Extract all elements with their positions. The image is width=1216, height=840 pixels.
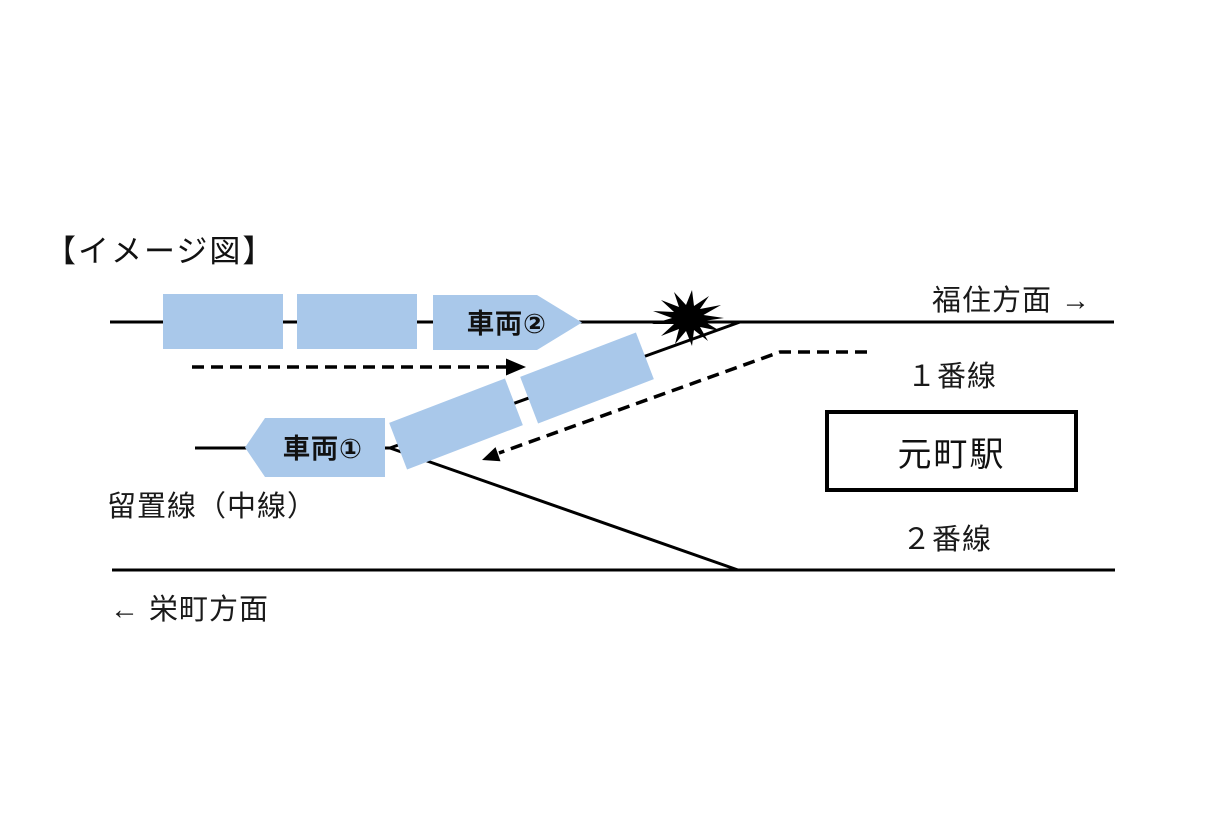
direction-right-label: 福住方面 → xyxy=(932,285,1092,317)
train2-car-rear xyxy=(163,294,283,349)
direction-left-label: ← 栄町方面 xyxy=(110,594,270,626)
vehicle2-movement-arrow-icon xyxy=(506,358,526,376)
vehicle1-movement-dashed-line xyxy=(498,350,867,455)
train2-car-lead xyxy=(433,295,582,350)
train1-car-rear-tilted xyxy=(520,332,654,424)
diagram-title: 【イメージ図】 xyxy=(45,234,276,269)
vehicle2-label: 車両② xyxy=(467,309,547,339)
track1-label: １番線 xyxy=(907,361,998,393)
train2-car-middle xyxy=(297,294,417,349)
train1-car-lead xyxy=(245,418,385,477)
train1-car-middle-tilted xyxy=(389,378,523,470)
siding-label: 留置線（中線） xyxy=(107,491,318,523)
station-box: 元町駅 xyxy=(825,410,1078,492)
track2-label: ２番線 xyxy=(902,524,993,556)
crossover-down-line xyxy=(389,446,739,572)
collision-icon xyxy=(652,290,724,346)
vehicle1-label: 車両① xyxy=(283,434,363,464)
vehicle1-movement-arrow-icon xyxy=(482,447,501,462)
station-name: 元町駅 xyxy=(897,435,1006,474)
